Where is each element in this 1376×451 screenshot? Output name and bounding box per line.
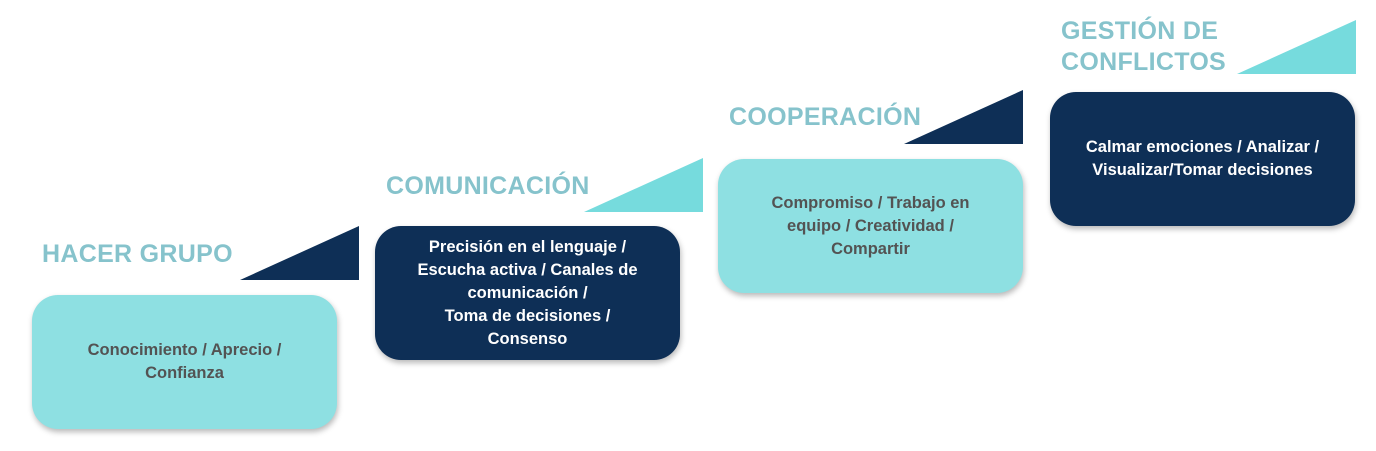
stage-1-title: HACER GRUPO	[42, 240, 233, 268]
stage-4-text: Calmar emociones / Analizar / Visualizar…	[1085, 138, 1320, 179]
step-2-triangle	[584, 158, 703, 212]
stage-2-title: COMUNICACIÓN	[386, 172, 590, 200]
stage-4-title: GESTIÓN DE CONFLICTOS	[1061, 17, 1227, 76]
stage-1-text: Conocimiento / Aprecio / Confianza	[87, 341, 282, 382]
stage-2-box: Precisión en el lenguaje / Escucha activ…	[375, 226, 680, 360]
step-1-triangle	[240, 226, 359, 280]
stage-3-text: Compromiso / Trabajo en equipo / Creativ…	[771, 193, 970, 258]
stage-3-box: Compromiso / Trabajo en equipo / Creativ…	[718, 159, 1023, 293]
stage-3-title: COOPERACIÓN	[729, 103, 922, 131]
stage-1-box: Conocimiento / Aprecio / Confianza	[32, 295, 337, 429]
step-3-triangle	[904, 90, 1023, 144]
stage-2-text: Precisión en el lenguaje / Escucha activ…	[417, 237, 638, 348]
step-4-triangle	[1237, 20, 1356, 74]
stage-4-box: Calmar emociones / Analizar / Visualizar…	[1050, 92, 1355, 226]
